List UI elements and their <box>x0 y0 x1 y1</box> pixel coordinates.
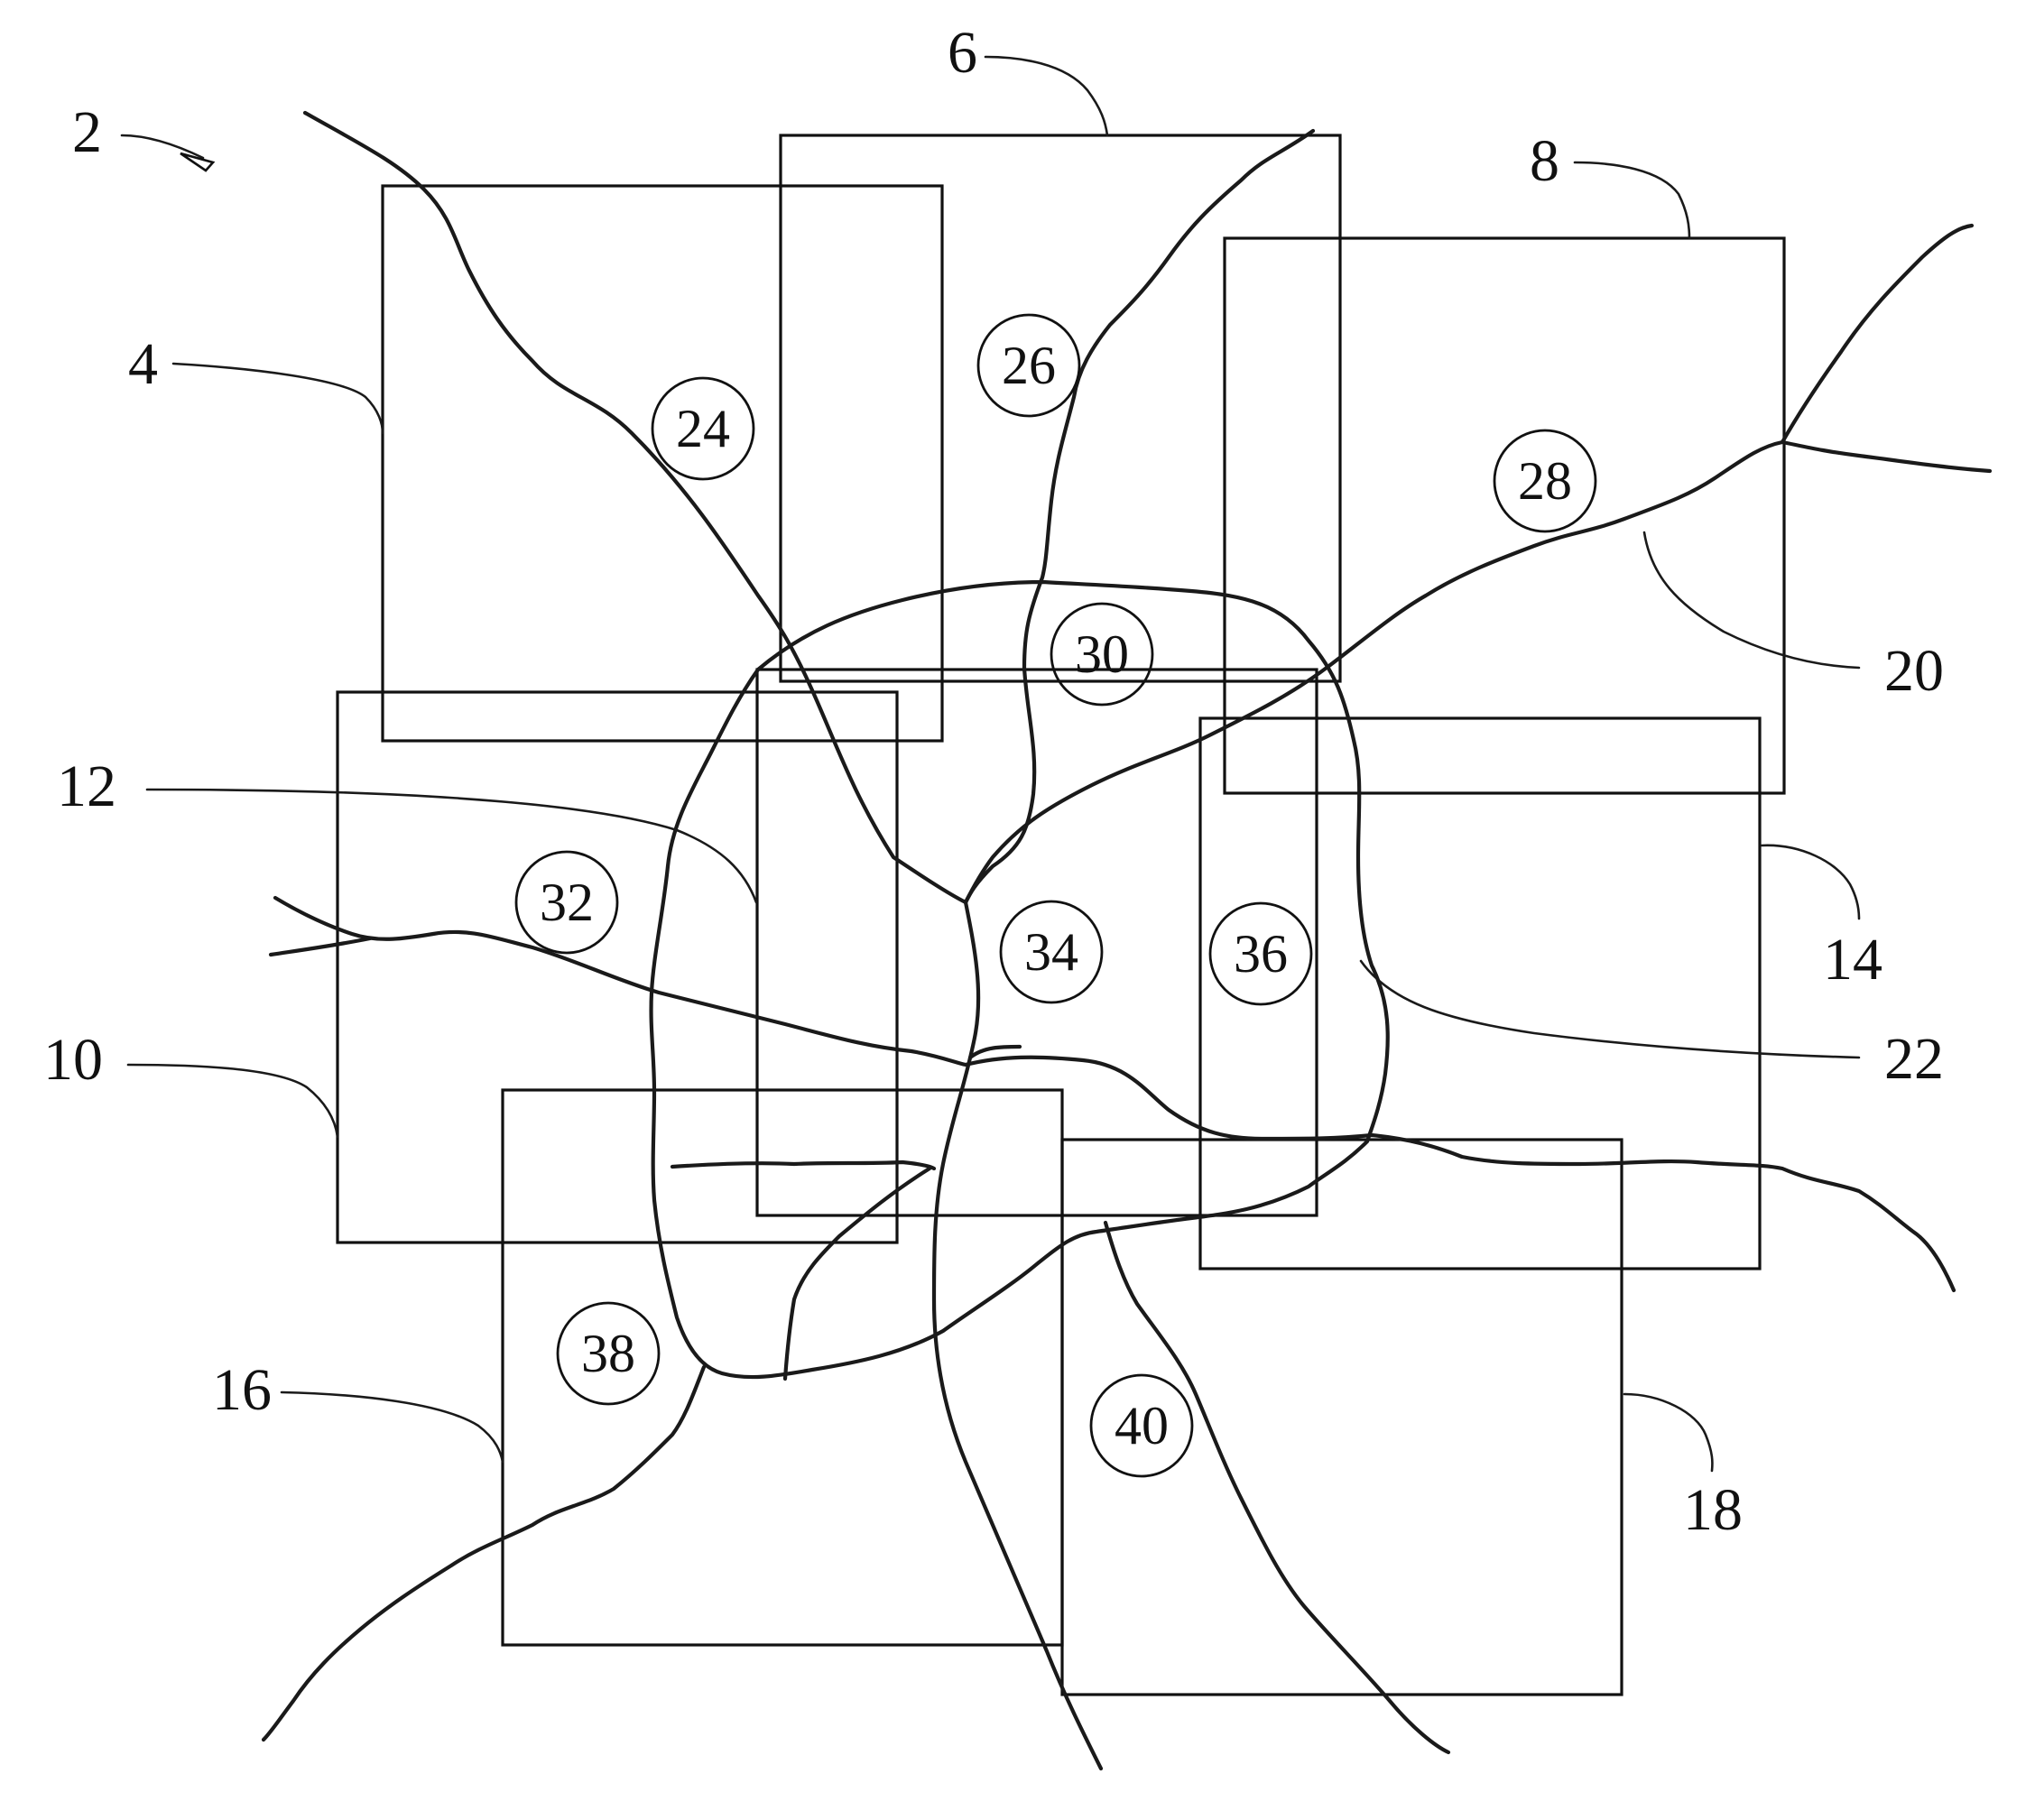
ref-12: 12 <box>57 753 116 819</box>
area-36: 36 <box>1210 903 1311 1004</box>
tile-6 <box>781 135 1340 681</box>
road-north <box>966 131 1313 902</box>
leader-8 <box>1575 162 1689 238</box>
leader-20 <box>1644 532 1859 668</box>
ref-2: 2 <box>72 99 102 165</box>
ref-6: 6 <box>948 20 977 86</box>
svg-text:36: 36 <box>1234 924 1288 984</box>
area-28: 28 <box>1494 430 1596 531</box>
area-34: 34 <box>1001 901 1102 1002</box>
road-west-east <box>275 898 1954 1290</box>
area-38: 38 <box>558 1303 659 1404</box>
road-west-spur <box>271 938 370 955</box>
leader-6 <box>985 57 1107 135</box>
area-30: 30 <box>1051 604 1152 705</box>
tile-8 <box>1225 238 1784 793</box>
road-southeast <box>1105 1223 1448 1752</box>
reference-numerals: 2 4 6 8 10 12 14 16 18 20 22 <box>43 20 1944 1543</box>
leader-14 <box>1762 845 1859 919</box>
road-southwest <box>264 1367 704 1740</box>
ref-20: 20 <box>1884 638 1944 704</box>
leader-2 <box>122 135 203 158</box>
ref-18: 18 <box>1683 1477 1743 1543</box>
ref-14: 14 <box>1823 927 1882 993</box>
leader-22 <box>1361 961 1859 1058</box>
tile-10 <box>338 692 897 1243</box>
svg-text:26: 26 <box>1002 336 1056 395</box>
ref-8: 8 <box>1530 128 1559 194</box>
area-40: 40 <box>1091 1375 1192 1476</box>
svg-text:38: 38 <box>581 1324 635 1383</box>
svg-text:24: 24 <box>676 399 730 458</box>
tile-14 <box>1200 718 1760 1269</box>
leader-4 <box>173 364 383 433</box>
road-diagonal-nw <box>305 113 966 902</box>
road-central-vertical <box>934 902 1101 1769</box>
svg-text:34: 34 <box>1024 922 1078 982</box>
ref-4: 4 <box>128 331 158 397</box>
area-32: 32 <box>516 852 617 953</box>
ref-16: 16 <box>212 1357 272 1423</box>
leader-10 <box>128 1065 338 1137</box>
svg-text:30: 30 <box>1075 624 1129 684</box>
ref-10: 10 <box>43 1027 103 1093</box>
leader-16 <box>282 1392 503 1462</box>
leader-18 <box>1624 1394 1712 1471</box>
ref-22: 22 <box>1884 1026 1944 1092</box>
svg-text:32: 32 <box>540 873 594 932</box>
road-inner-west <box>672 1162 934 1169</box>
area-labels: 24 26 28 30 32 34 36 38 <box>516 315 1596 1476</box>
area-26: 26 <box>978 315 1079 416</box>
svg-text:28: 28 <box>1518 451 1572 511</box>
road-northeast <box>1782 226 1972 442</box>
svg-text:40: 40 <box>1115 1396 1169 1455</box>
area-24: 24 <box>652 378 754 479</box>
